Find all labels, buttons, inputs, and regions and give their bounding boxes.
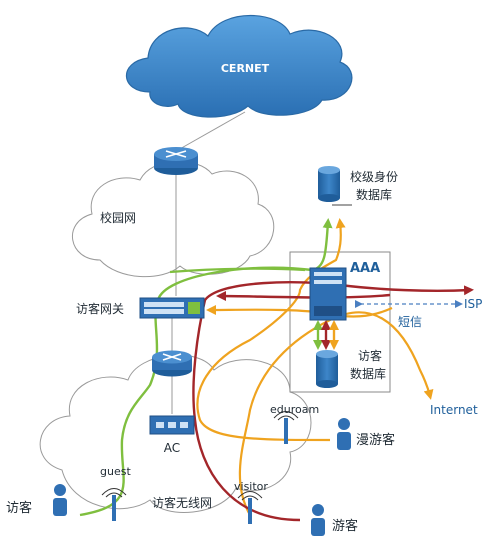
visitor-gateway-label: 访客网关 <box>76 301 124 316</box>
core-router-icon <box>154 147 198 175</box>
campus-network-cloud: 校园网 <box>71 160 275 278</box>
visitor-person-icon <box>53 484 67 516</box>
orange-flow-roam <box>196 218 346 442</box>
guest-ap-icon <box>101 488 127 521</box>
internet-label: Internet <box>430 403 478 417</box>
campus-network-label: 校园网 <box>100 210 136 225</box>
visitor-person-label: 访客 <box>6 500 32 516</box>
roaming-visitor-person-icon <box>337 418 351 450</box>
aaa-box <box>289 251 391 393</box>
campus-identity-db-icon <box>318 166 352 206</box>
visitor-ap-icon <box>237 491 263 524</box>
aaa-server-icon <box>309 267 347 321</box>
cernet-label: CERNET <box>221 62 270 75</box>
visitor-db-label-1: 访客 <box>358 348 382 363</box>
tourist-label: 游客 <box>332 518 358 534</box>
eduroam-ap-icon <box>273 411 299 444</box>
visitor-db-icon <box>316 350 338 388</box>
aaa-visitor-db-arrows <box>313 320 339 350</box>
cernet-cloud: CERNET <box>125 15 353 118</box>
visitor-wireless-label: 访客无线网 <box>152 495 212 510</box>
tourist-person-icon <box>311 504 325 536</box>
visitor-db-label-2: 数据库 <box>350 366 386 381</box>
visitor-gateway-icon <box>139 297 205 319</box>
campus-identity-db-label-2: 数据库 <box>356 187 392 202</box>
campus-identity-db-label-1: 校级身份 <box>350 169 398 184</box>
isp-label: ISP <box>464 297 482 311</box>
sms-label: 短信 <box>398 315 422 329</box>
red-flow-back <box>216 291 391 302</box>
roaming-visitor-label: 漫游客 <box>356 432 395 448</box>
visitor-ssid-label: visitor <box>234 480 268 493</box>
ac-controller-icon <box>149 415 195 435</box>
ac-label: AC <box>164 441 180 455</box>
wireless-router-icon <box>152 350 192 377</box>
guest-label: guest <box>100 465 131 478</box>
red-flow-visitor <box>192 281 474 522</box>
eduroam-label: eduroam <box>270 403 319 416</box>
aaa-label: AAA <box>350 261 380 276</box>
